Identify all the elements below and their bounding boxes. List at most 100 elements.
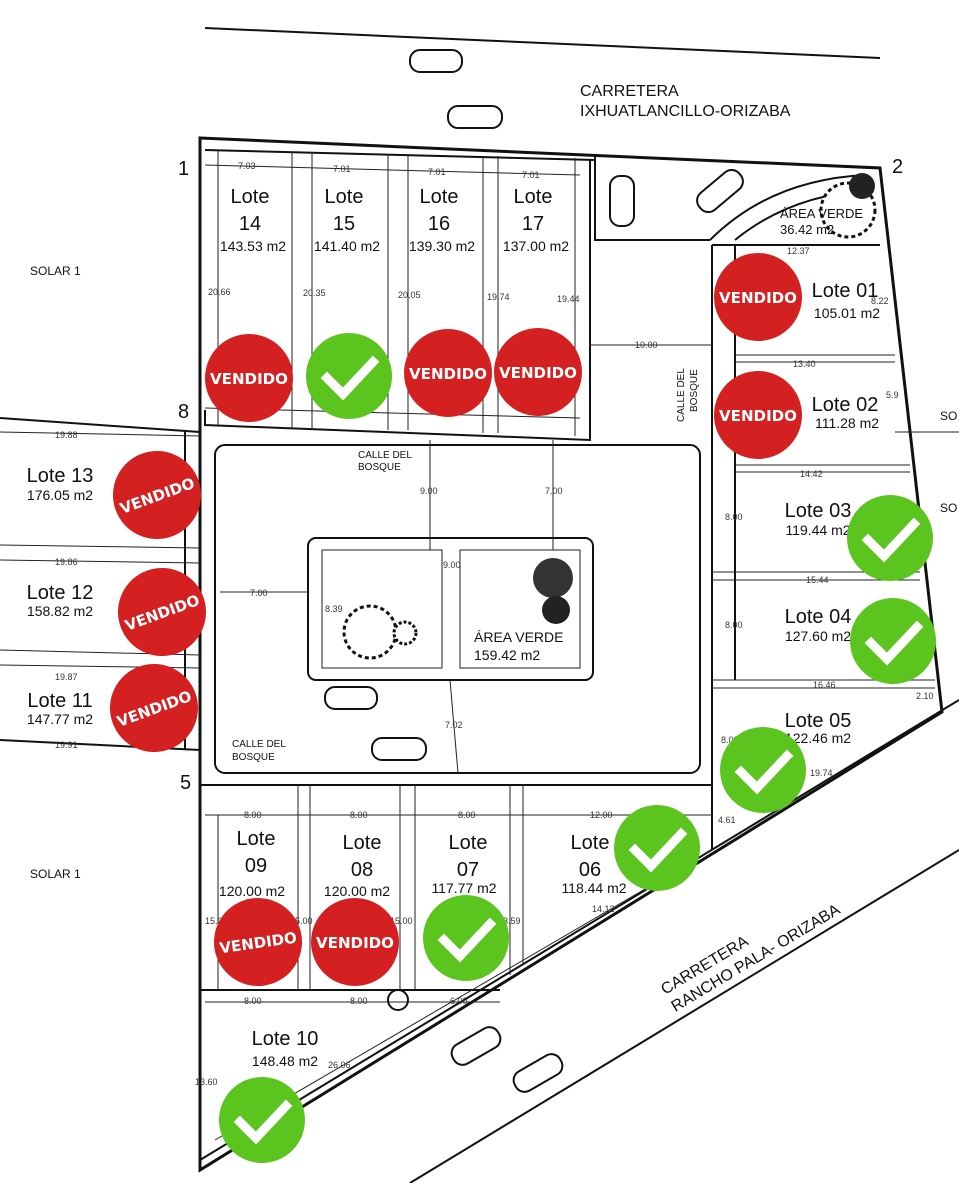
svg-text:9.00: 9.00 <box>443 560 461 570</box>
svg-text:8.00: 8.00 <box>350 996 368 1006</box>
lot-06[interactable]: Lote 06 118.44 m2 <box>561 832 626 896</box>
sold-label: VENDIDO <box>210 370 288 388</box>
lot-01[interactable]: Lote 01 105.01 m2 <box>812 280 881 321</box>
svg-text:137.00 m2: 137.00 m2 <box>503 238 569 254</box>
sold-badge: VENDIDO <box>205 334 293 422</box>
street-label: BOSQUE <box>689 369 700 412</box>
lot-16[interactable]: Lote 16 139.30 m2 <box>409 186 475 254</box>
svg-text:9.00: 9.00 <box>420 486 438 496</box>
svg-text:8.00: 8.00 <box>721 735 739 745</box>
svg-text:8.39: 8.39 <box>325 604 343 614</box>
svg-text:12.00: 12.00 <box>590 810 613 820</box>
sold-label: VENDIDO <box>409 365 487 383</box>
svg-text:120.00 m2: 120.00 m2 <box>219 883 285 899</box>
sold-badge: VENDIDO <box>214 898 302 986</box>
svg-text:117.77 m2: 117.77 m2 <box>431 880 496 896</box>
vertex-label: 1 <box>178 158 189 180</box>
svg-text:19.86: 19.86 <box>55 557 78 567</box>
tree-icon <box>342 173 877 660</box>
svg-text:176.05 m2: 176.05 m2 <box>27 487 93 503</box>
svg-text:20.35: 20.35 <box>303 288 326 298</box>
svg-text:7.03: 7.03 <box>238 161 256 171</box>
svg-text:7.01: 7.01 <box>522 170 540 180</box>
svg-text:08: 08 <box>351 859 373 881</box>
available-check-icon <box>850 598 936 684</box>
street-label: CALLE DEL <box>676 368 687 422</box>
svg-text:8.00: 8.00 <box>725 512 743 522</box>
svg-text:13.60: 13.60 <box>195 1077 218 1087</box>
svg-text:120.00 m2: 120.00 m2 <box>324 883 390 899</box>
sold-badge: VENDIDO <box>714 253 802 341</box>
svg-text:7.01: 7.01 <box>428 167 446 177</box>
neighbor-label: SOLAR 1 <box>30 867 81 881</box>
lot-15[interactable]: Lote 15 141.40 m2 <box>314 186 380 254</box>
available-check-icon <box>847 495 933 581</box>
svg-text:8.00: 8.00 <box>725 620 743 630</box>
svg-text:15.00: 15.00 <box>205 916 228 926</box>
svg-text:2.10: 2.10 <box>916 691 934 701</box>
svg-text:Lote: Lote <box>231 186 270 208</box>
vertex-label: 8 <box>178 401 189 423</box>
svg-text:Lote: Lote <box>325 186 364 208</box>
street-label: CALLE DEL <box>358 450 412 461</box>
svg-text:Lote 04: Lote 04 <box>785 606 852 628</box>
vertex-label: 2 <box>892 156 903 178</box>
vertex-label: 5 <box>180 772 191 794</box>
svg-text:15: 15 <box>333 213 355 235</box>
svg-text:26.06: 26.06 <box>328 1060 351 1070</box>
svg-text:105.01 m2: 105.01 m2 <box>814 305 880 321</box>
available-check-icon <box>423 895 509 981</box>
svg-text:14: 14 <box>239 213 261 235</box>
sold-badge: VENDIDO <box>118 568 206 656</box>
svg-text:Lote 13: Lote 13 <box>27 465 94 487</box>
svg-text:143.53 m2: 143.53 m2 <box>220 238 286 254</box>
svg-text:Lote 12: Lote 12 <box>27 582 94 604</box>
svg-text:07: 07 <box>457 859 479 881</box>
sold-badge: VENDIDO <box>110 664 198 752</box>
svg-text:20.66: 20.66 <box>208 287 231 297</box>
lot-08[interactable]: Lote 08 120.00 m2 <box>324 832 390 899</box>
street-label: BOSQUE <box>232 752 275 763</box>
sold-badge: VENDIDO <box>494 328 582 416</box>
svg-text:8.00: 8.00 <box>244 996 262 1006</box>
svg-text:20.05: 20.05 <box>398 290 421 300</box>
svg-text:06: 06 <box>579 859 601 881</box>
svg-text:3.59: 3.59 <box>503 916 521 926</box>
available-check-icon <box>614 805 700 891</box>
svg-text:111.28 m2: 111.28 m2 <box>815 415 879 431</box>
svg-text:Lote 01: Lote 01 <box>812 280 879 302</box>
road-name-north: CARRETERA <box>580 83 679 100</box>
svg-text:14.12: 14.12 <box>592 904 615 914</box>
svg-text:15.00: 15.00 <box>390 916 413 926</box>
svg-text:139.30 m2: 139.30 m2 <box>409 238 475 254</box>
lot-17[interactable]: Lote 17 137.00 m2 <box>503 186 569 254</box>
svg-text:8.00: 8.00 <box>350 810 368 820</box>
lot-14[interactable]: Lote 14 143.53 m2 <box>220 186 286 254</box>
svg-text:158.82 m2: 158.82 m2 <box>27 603 93 619</box>
car-icon <box>324 49 744 1093</box>
boundary-lines <box>0 27 959 1183</box>
svg-text:7.00: 7.00 <box>250 588 268 598</box>
svg-text:Lote 05: Lote 05 <box>785 710 852 732</box>
road-name-north: IXHUATLANCILLO-ORIZABA <box>580 103 791 120</box>
svg-text:Lote: Lote <box>514 186 553 208</box>
svg-text:19.88: 19.88 <box>55 430 78 440</box>
green-area-size: 36.42 m2 <box>780 222 834 237</box>
green-area-name: ÁREA VERDE <box>780 206 863 221</box>
lot-07[interactable]: Lote 07 117.77 m2 <box>431 832 496 896</box>
street-label: BOSQUE <box>358 462 401 473</box>
available-check-icon <box>306 333 392 419</box>
svg-text:15.00: 15.00 <box>290 916 313 926</box>
sold-badge: VENDIDO <box>113 451 201 539</box>
sold-label: VENDIDO <box>719 407 797 425</box>
neighbor-label: SO <box>940 409 957 423</box>
lot-09[interactable]: Lote 09 120.00 m2 <box>219 828 285 899</box>
